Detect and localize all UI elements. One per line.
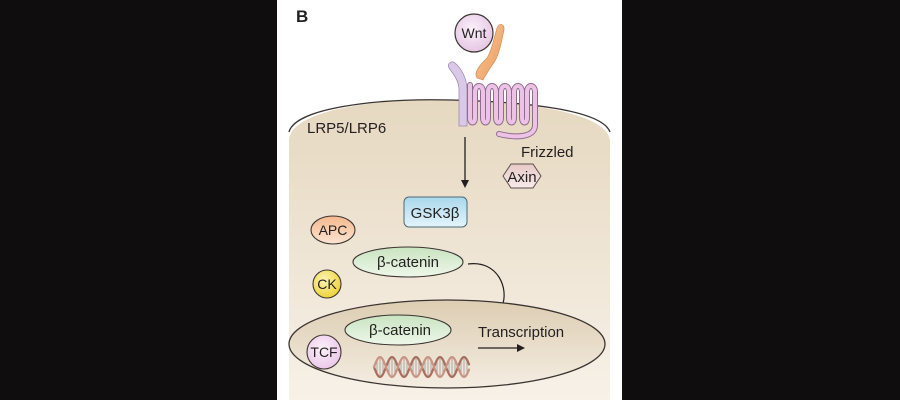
panel-letter: B	[296, 7, 308, 26]
beta-catenin-nucleus-label: β-catenin	[369, 322, 431, 339]
ck-label: CK	[317, 276, 337, 292]
transcription-label: Transcription	[478, 324, 564, 341]
tcf-label: TCF	[310, 344, 337, 360]
apc-protein: APC	[310, 215, 356, 245]
lrp-receptor	[448, 61, 468, 127]
apc-label: APC	[319, 222, 348, 238]
tcf-protein: TCF	[306, 334, 342, 370]
wnt-pathway-diagram: B Wnt LRP5/LRP6 Frizzled Axin GSK3β APC	[288, 7, 611, 400]
gsk3b-label: GSK3β	[411, 205, 460, 222]
wnt-label: Wnt	[462, 25, 487, 41]
frizzled-receptor	[467, 24, 538, 140]
gsk3b-protein: GSK3β	[403, 196, 468, 228]
dna-helix-icon	[372, 355, 471, 379]
lrp-label: LRP5/LRP6	[307, 120, 386, 137]
axin-protein: Axin	[502, 163, 542, 189]
cell-membrane	[288, 99, 611, 133]
axin-label: Axin	[507, 169, 536, 186]
beta-catenin-cytoplasm-label: β-catenin	[377, 254, 439, 271]
beta-catenin-cytoplasm: β-catenin	[352, 246, 464, 278]
frizzled-label: Frizzled	[521, 144, 574, 161]
ck-protein: CK	[312, 269, 342, 299]
figure-panel: B Wnt LRP5/LRP6 Frizzled Axin GSK3β APC	[277, 0, 622, 400]
wnt-ligand: Wnt	[454, 13, 494, 53]
beta-catenin-nucleus: β-catenin	[344, 314, 452, 346]
